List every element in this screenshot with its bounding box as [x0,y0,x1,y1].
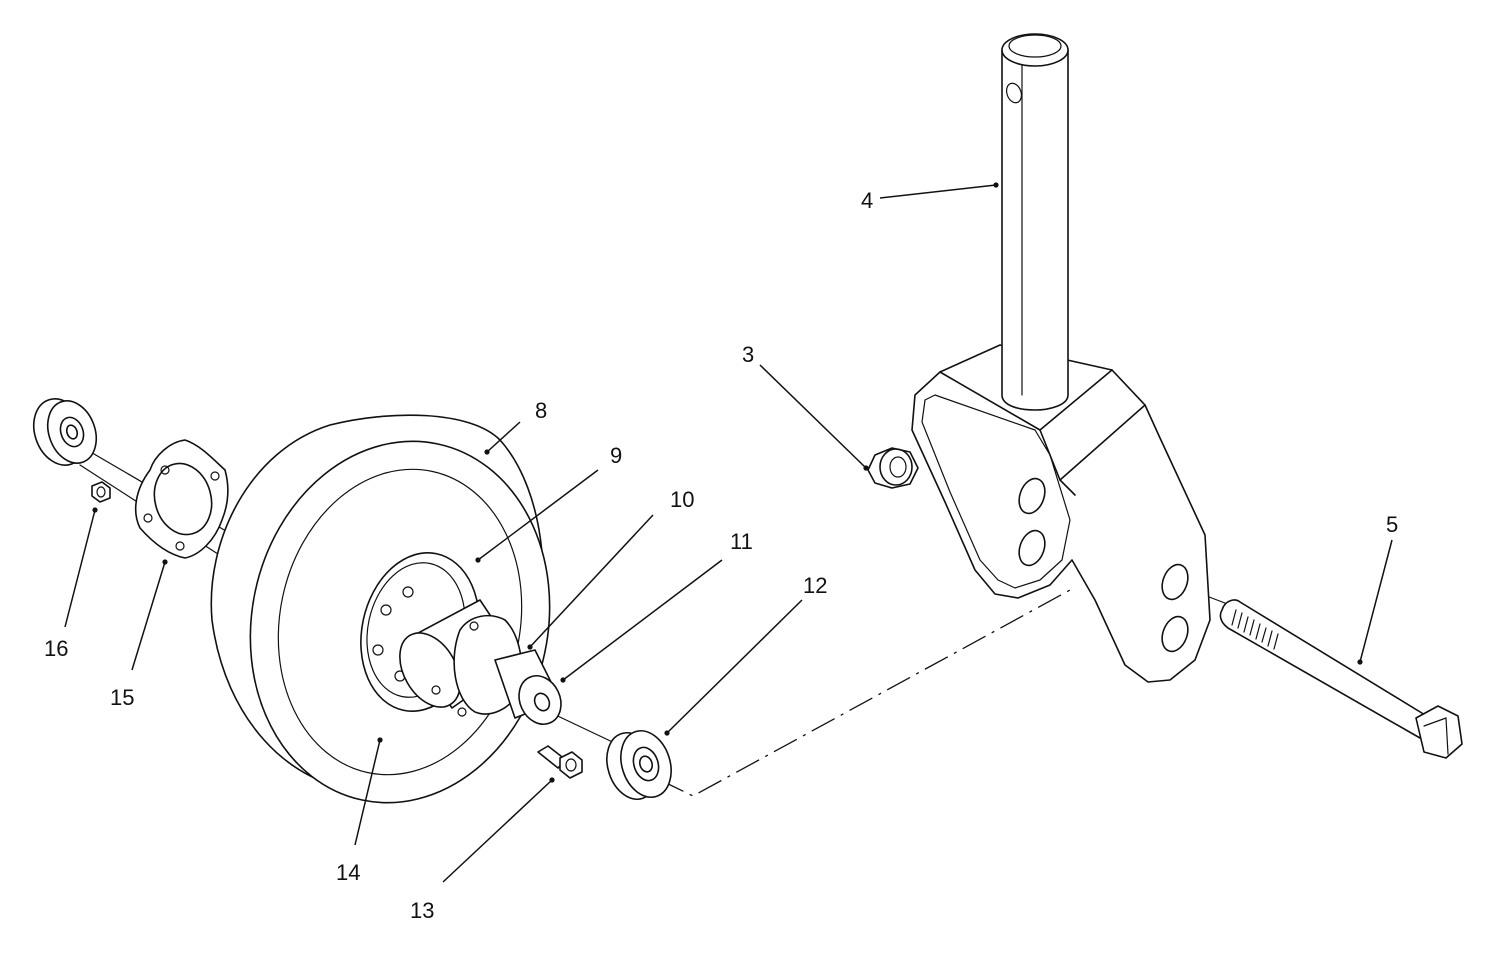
callout-8: 8 [535,398,547,423]
callout-9: 9 [610,443,622,468]
wheel-tire [210,414,562,804]
callout-14: 14 [336,860,360,885]
callout-4: 4 [861,188,873,213]
caster-fork [911,33,1211,683]
callout-10: 10 [670,487,694,512]
callout-11: 11 [730,529,753,554]
alignment-line [659,589,1071,797]
bearing-left [32,398,98,466]
callout-13: 13 [410,898,434,923]
callout-3: 3 [742,342,754,367]
small-bolt [537,745,583,779]
callout-16: 16 [44,636,68,661]
leader-lines [64,182,1393,883]
long-bolt [1219,599,1463,759]
bearing-right [606,730,672,800]
small-nut [91,481,111,503]
hex-nut [867,447,919,489]
callout-15: 15 [110,685,134,710]
flange-plate [134,439,229,559]
callout-labels: 3 4 5 8 9 10 11 12 13 14 15 16 [44,188,1398,923]
callout-12: 12 [803,573,827,598]
callout-5: 5 [1386,512,1398,537]
